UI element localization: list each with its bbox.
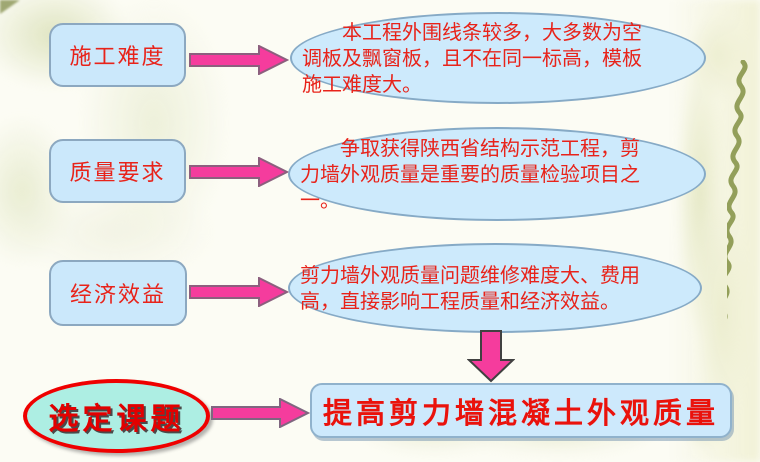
topic-result-text: 提高剪力墙混凝土外观质量 <box>322 395 719 430</box>
selected-topic-label: 选定课题 <box>48 402 185 437</box>
block-arrow-right-icon <box>189 157 289 187</box>
callout-quality-requirement: 争取获得陕西省结构示范工程，剪力墙外观质量是重要的质量检验项目之一。 <box>288 127 706 221</box>
node-selected-topic: 选定课题 <box>23 379 210 453</box>
node-construction-difficulty: 施工难度 <box>49 23 186 87</box>
topic-result-box: 提高剪力墙混凝土外观质量 <box>310 383 732 438</box>
block-arrow-right-icon <box>211 398 310 428</box>
node-label: 质量要求 <box>69 161 166 186</box>
block-arrow-down-icon <box>467 330 515 383</box>
block-arrow-right-icon <box>189 45 289 75</box>
node-economic-benefit: 经济效益 <box>49 260 187 326</box>
corner-leaf-decor <box>0 0 20 14</box>
callout-economic-benefit: 剪力墙外观质量问题维修难度大、费用高，直接影响工程质量和经济效益。 <box>288 243 702 333</box>
block-arrow-right-icon <box>189 277 289 307</box>
callout-text: 本工程外围线条较多，大多数为空调板及飘窗板，且不在同一标高，模板施工难度大。 <box>302 20 642 96</box>
vine-squiggle-icon <box>727 60 748 320</box>
node-label: 经济效益 <box>69 283 166 308</box>
callout-text: 争取获得陕西省结构示范工程，剪力墙外观质量是重要的质量检验项目之一。 <box>300 136 640 212</box>
callout-text: 剪力墙外观质量问题维修难度大、费用高，直接影响工程质量和经济效益。 <box>300 263 640 313</box>
node-label: 施工难度 <box>69 45 166 70</box>
callout-construction-difficulty: 本工程外围线条较多，大多数为空调板及飘窗板，且不在同一标高，模板施工难度大。 <box>290 12 706 104</box>
node-quality-requirement: 质量要求 <box>49 139 186 203</box>
